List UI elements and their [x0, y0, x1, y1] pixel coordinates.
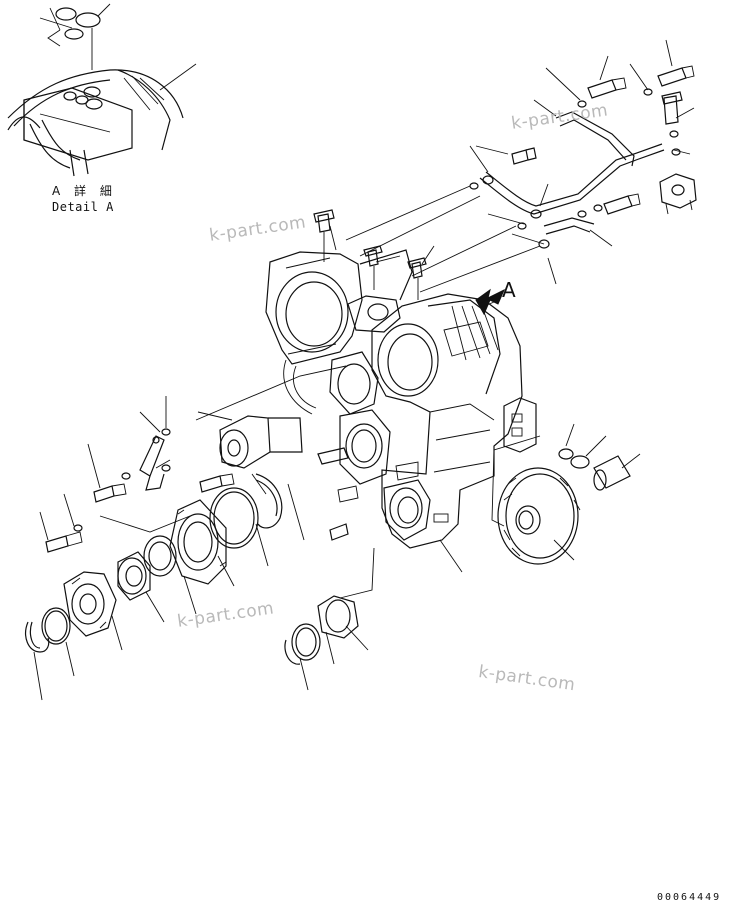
left-exploded-parts [25, 365, 463, 701]
detail-label-jp: A 詳 細 [52, 184, 117, 198]
view-arrow-label: A [502, 278, 516, 302]
detail-a-view [7, 3, 197, 177]
right-side-parts [491, 423, 641, 565]
view-arrow-icon [475, 288, 505, 316]
case-top-bolts [313, 209, 435, 300]
oil-pipe-assembly [345, 39, 697, 293]
document-number: 00064449 [657, 892, 722, 903]
transmission-case [265, 249, 537, 549]
detail-label-en: Detail A [52, 200, 114, 214]
